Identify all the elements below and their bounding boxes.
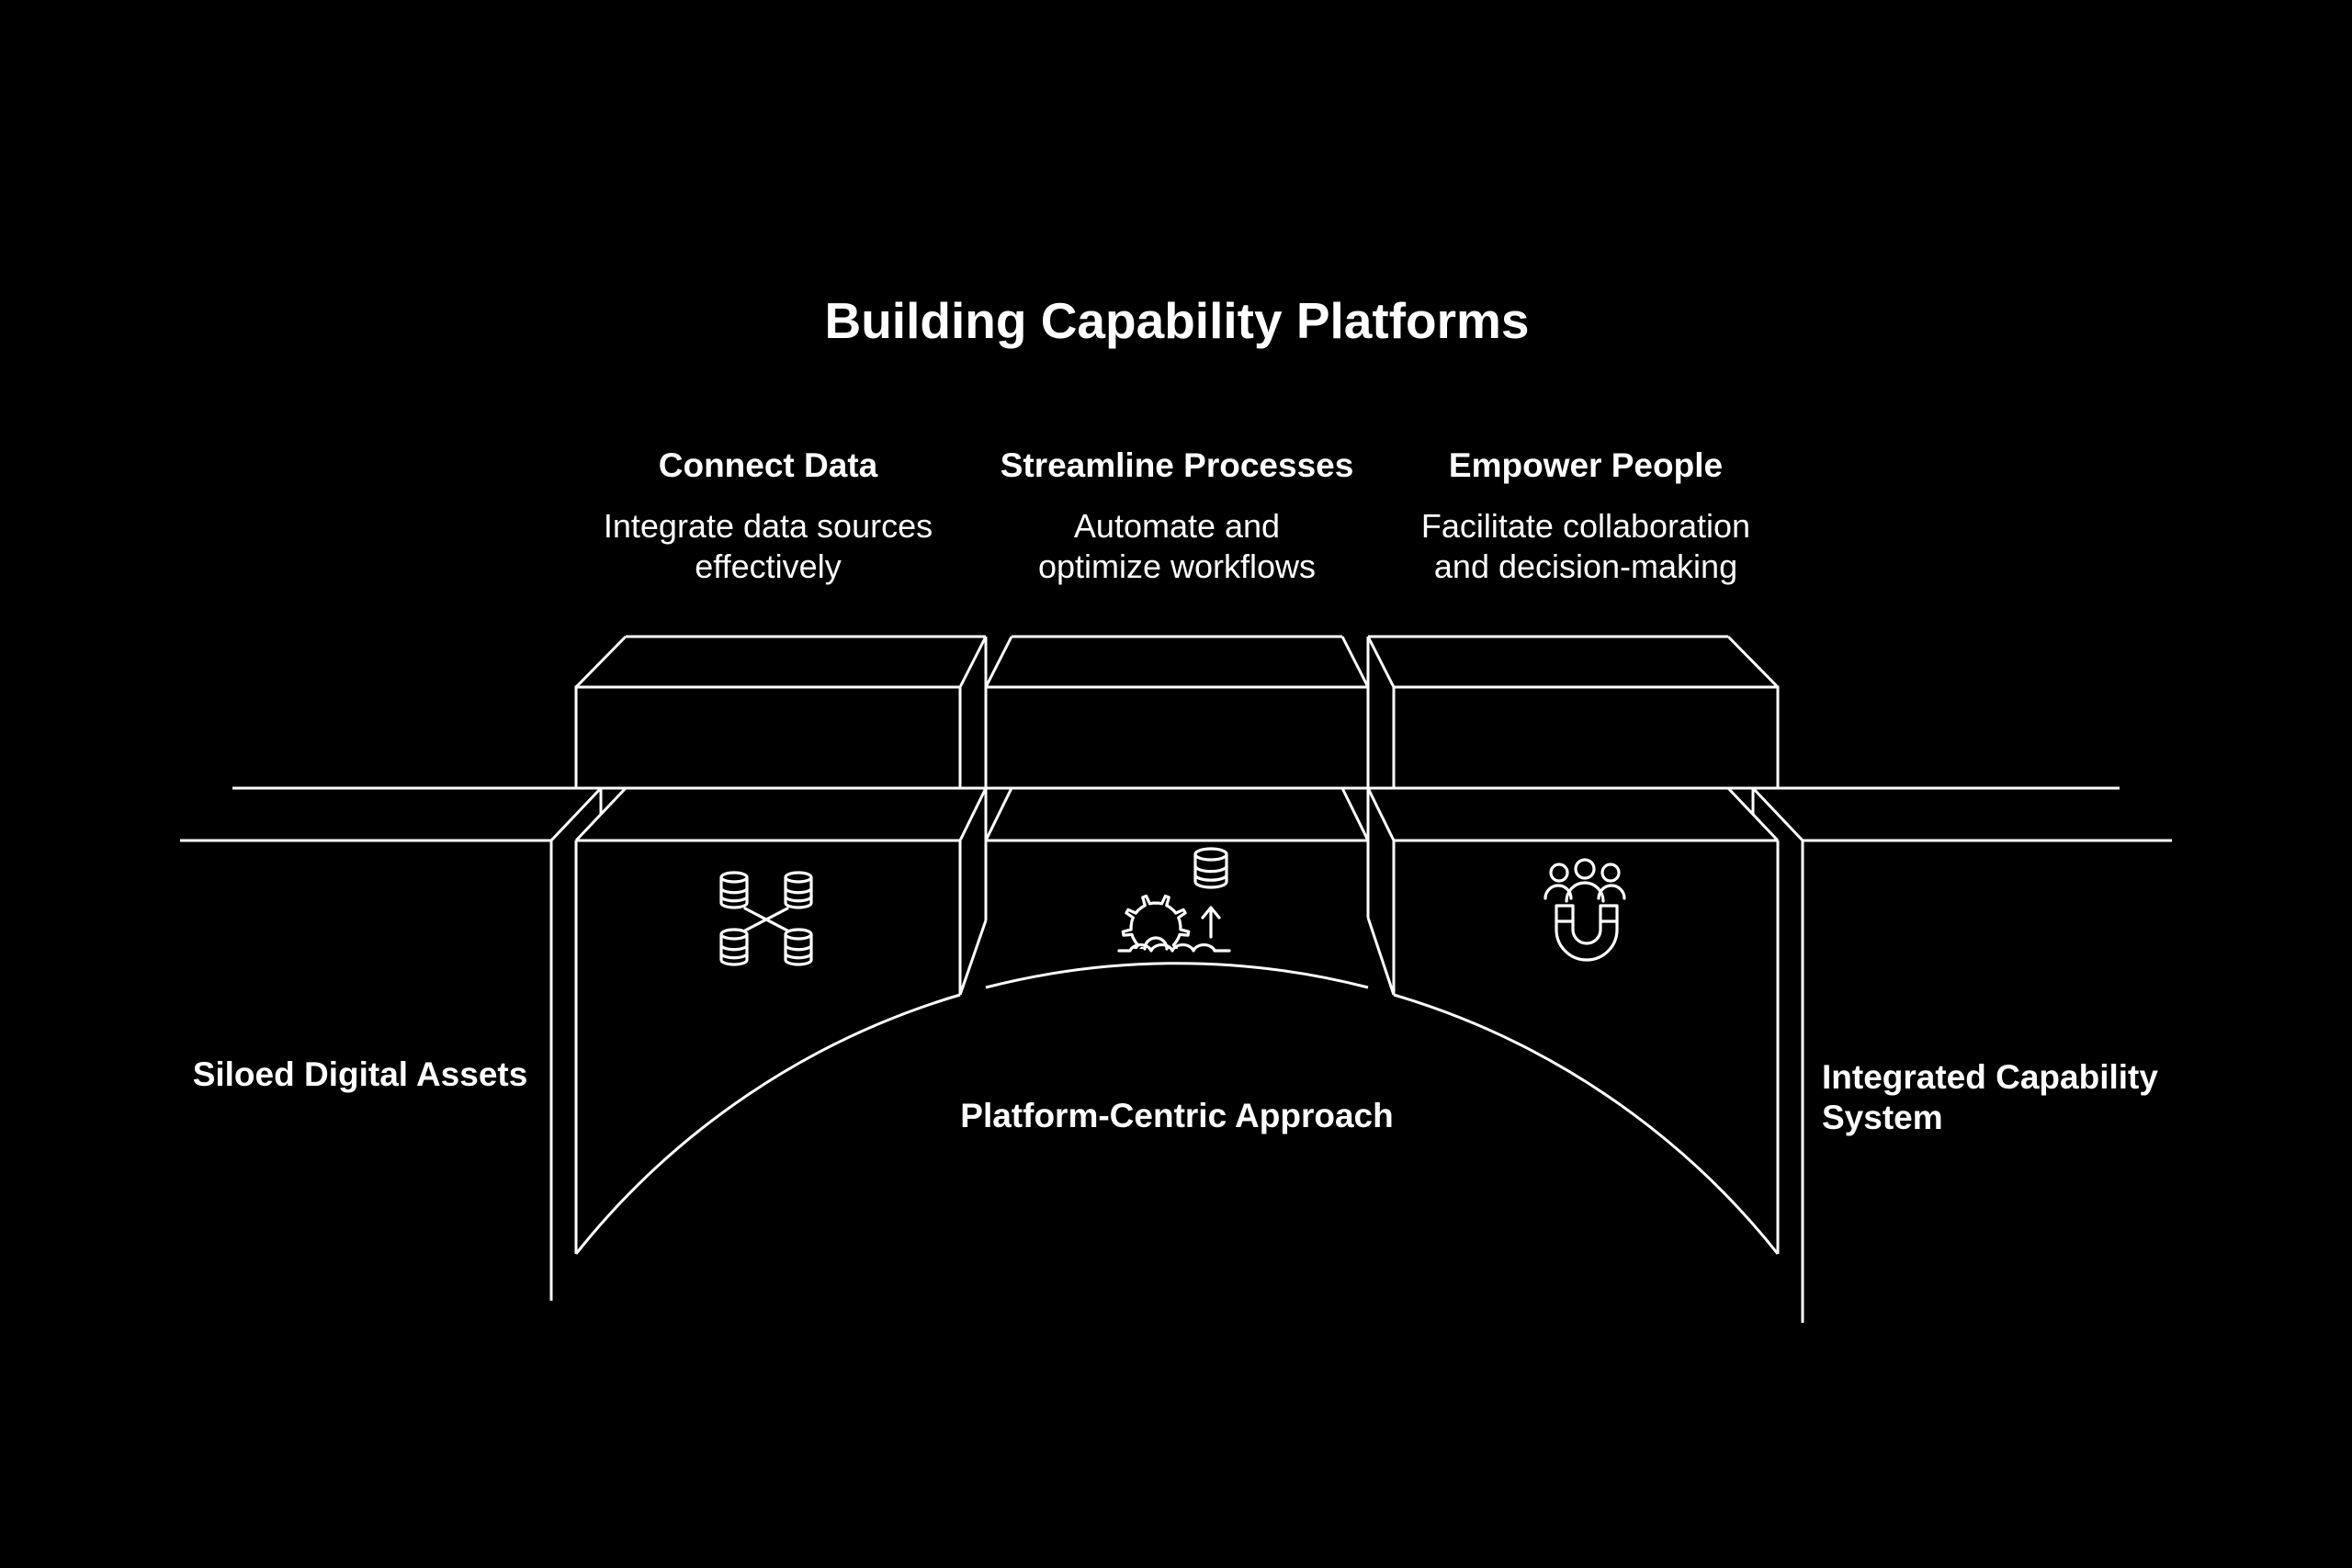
- column-1-desc-line1: Integrate data sources: [604, 507, 933, 545]
- label-platform-centric-approach: Platform-Centric Approach: [960, 1097, 1393, 1134]
- upper-box-3: [1366, 635, 1780, 790]
- page-title: Building Capability Platforms: [824, 292, 1529, 349]
- column-2-desc-line1: Automate and: [1074, 507, 1280, 545]
- column-3-desc-line1: Facilitate collaboration: [1421, 507, 1750, 545]
- database-network-icon: [719, 871, 813, 966]
- magnet-people-icon: [1544, 858, 1626, 962]
- lower-box-1: [574, 786, 1013, 1254]
- arch-curve: [574, 962, 1780, 1255]
- column-1-desc-line2: effectively: [695, 547, 841, 585]
- pier-left: [549, 786, 603, 1301]
- pier-right: [1751, 786, 1804, 1323]
- column-3-desc-line2: and decision-making: [1434, 547, 1737, 585]
- upper-box-1: [574, 635, 988, 790]
- label-integrated-capability-line1: Integrated Capability: [1822, 1058, 2158, 1096]
- bridge-structure: [180, 635, 2172, 1323]
- lower-box-3: [1340, 786, 1780, 1254]
- deck-lines: [180, 786, 2172, 842]
- column-2-desc-line2: optimize workflows: [1038, 547, 1316, 585]
- column-2-title: Streamline Processes: [1001, 446, 1354, 484]
- label-siloed-digital-assets: Siloed Digital Assets: [193, 1055, 528, 1093]
- lower-box-2: [958, 788, 1396, 996]
- column-1-title: Connect Data: [659, 446, 878, 484]
- column-3-title: Empower People: [1449, 446, 1723, 484]
- upper-box-2: [984, 635, 1370, 790]
- label-integrated-capability-line2: System: [1822, 1099, 1943, 1136]
- process-automation-icon: [1117, 847, 1231, 953]
